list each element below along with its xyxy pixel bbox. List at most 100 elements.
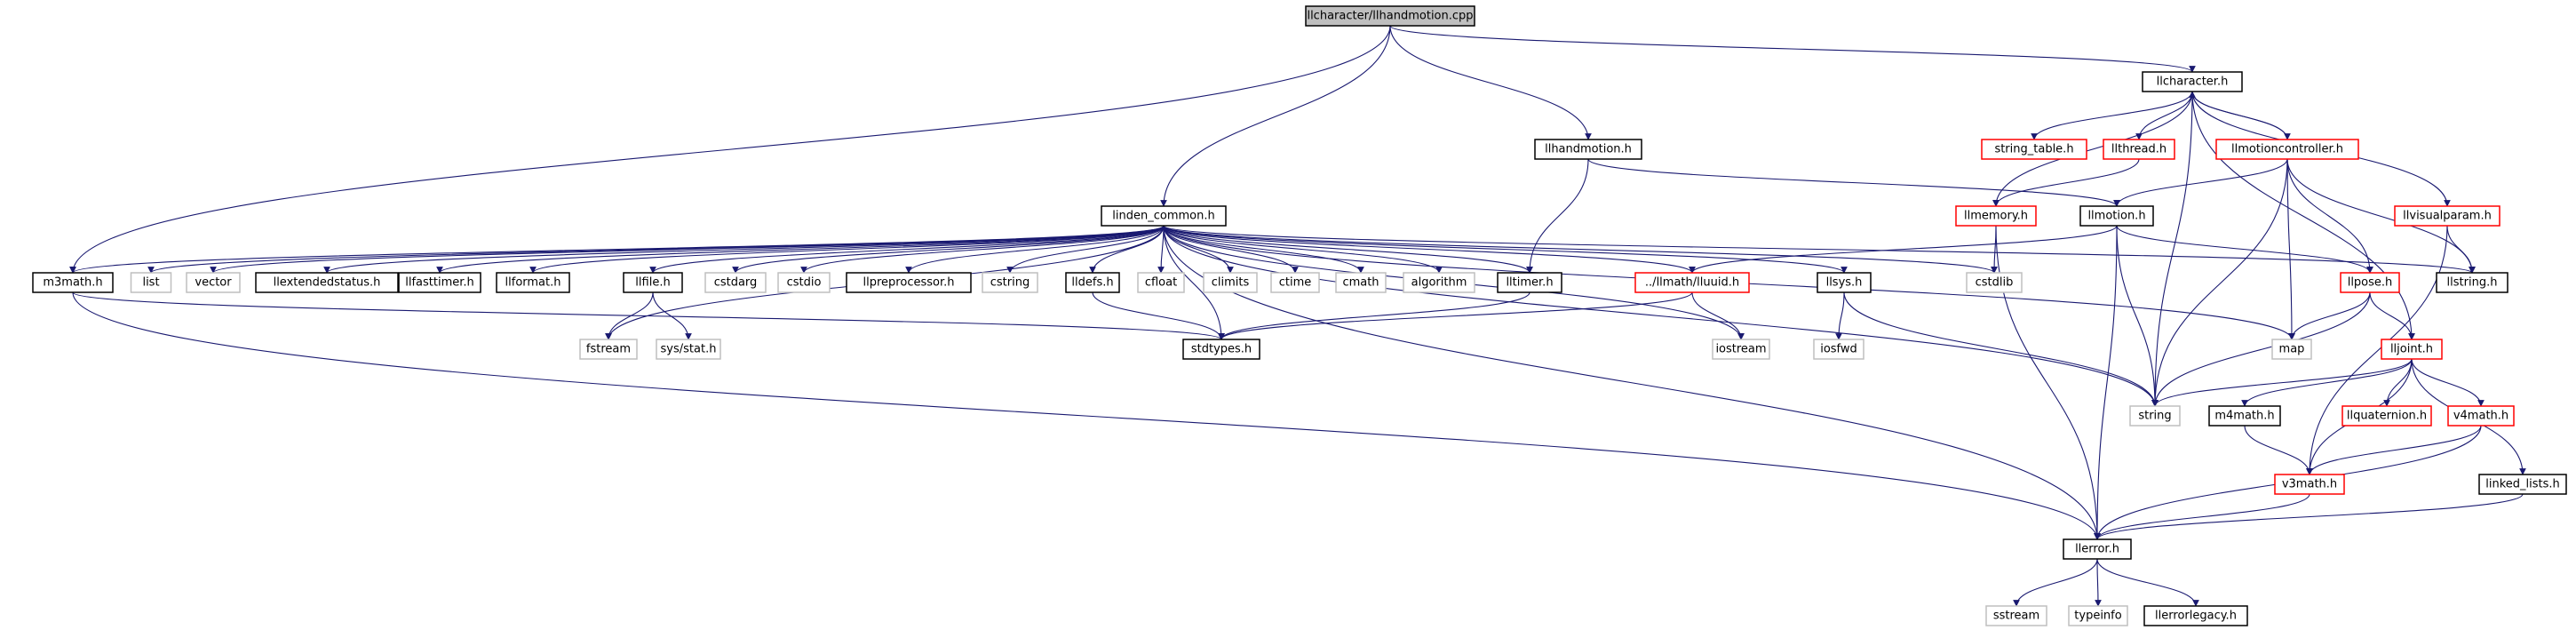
- node-v4math-h[interactable]: v4math.h: [2447, 405, 2515, 427]
- node-llhandmotion-h[interactable]: llhandmotion.h: [1534, 139, 1642, 160]
- node-m3math-h[interactable]: m3math.h: [32, 272, 114, 293]
- node-string-table-h[interactable]: string_table.h: [1981, 139, 2087, 160]
- node-box: [2208, 405, 2281, 427]
- edge-root-to-llcharacter: [1389, 25, 2196, 73]
- node-label: v4math.h: [2453, 410, 2508, 423]
- edge-llvisualparam-to-v3math: [2306, 225, 2448, 475]
- edge-v3math-to-llerror: [2094, 493, 2310, 540]
- node-label: llerrorlegacy.h: [2155, 610, 2237, 623]
- node-llerrorlegacy-h[interactable]: llerrorlegacy.h: [2143, 605, 2248, 626]
- edge-llcharacter-to-llthread: [2135, 91, 2193, 140]
- node-box: [1985, 605, 2047, 626]
- node-label: llstring.h: [2447, 276, 2498, 290]
- node-label: lldefs.h: [1071, 276, 1113, 290]
- node-m4math-h[interactable]: m4math.h: [2208, 405, 2281, 427]
- node-label: cfloat: [1145, 276, 1177, 290]
- edge-m3math-to-stdtypes: [72, 291, 1225, 340]
- node-llpose-h[interactable]: llpose.h: [2340, 272, 2400, 293]
- edge-linden_common-to-llfile: [649, 225, 1165, 274]
- node-box: [1534, 139, 1642, 160]
- node-box: [2143, 605, 2248, 626]
- node-box: [1101, 205, 1227, 227]
- edge-lluuid-to-stdtypes: [1218, 291, 1693, 340]
- node-llsys-h[interactable]: llsys.h: [1817, 272, 1872, 293]
- node-v3math-h[interactable]: v3math.h: [2274, 474, 2345, 495]
- node-label: llvisualparam.h: [2403, 210, 2492, 223]
- node-cstdio: cstdio: [777, 272, 831, 293]
- node-llstring-h[interactable]: llstring.h: [2436, 272, 2508, 293]
- edge-linden_common-to-algorithm: [1163, 225, 1443, 274]
- node-box: [1270, 272, 1320, 293]
- edge-llvisualparam-to-llstring: [2446, 225, 2476, 274]
- nodes-layer: llcharacter/llhandmotion.cpp llcharacter.…: [32, 5, 2567, 626]
- node-label: cstdio: [787, 276, 822, 290]
- node-lltimer-h[interactable]: lltimer.h: [1497, 272, 1562, 293]
- node-llcharacter-llhandmotion-cpp[interactable]: llcharacter/llhandmotion.cpp: [1305, 5, 1475, 27]
- node-llvisualparam-h[interactable]: llvisualparam.h: [2394, 205, 2500, 227]
- node-llextendedstatus-h[interactable]: llextendedstatus.h: [255, 272, 399, 293]
- node-box: [2436, 272, 2508, 293]
- node-label: stdtypes.h: [1191, 343, 1252, 356]
- edge-linden_common-to-llfasttimer: [436, 225, 1165, 274]
- node-label: llfile.h: [635, 276, 670, 290]
- node-box: [255, 272, 399, 293]
- node-llformat-h[interactable]: llformat.h: [496, 272, 570, 293]
- edge-linden_common-to-m3math: [69, 225, 1165, 274]
- edge-llmotioncontroller-to-map: [2286, 158, 2295, 340]
- edge-llcharacter-to-llmemory: [1992, 91, 2193, 207]
- node-llfile-h[interactable]: llfile.h: [623, 272, 683, 293]
- node-label: m4math.h: [2214, 410, 2274, 423]
- edge-llsys-to-iosfwd: [1835, 291, 1845, 340]
- node-llcharacter-h[interactable]: llcharacter.h: [2142, 71, 2243, 92]
- edge-v4math-to-v3math: [2306, 425, 2482, 475]
- edge-lldefs-to-stdtypes: [1092, 291, 1225, 340]
- edge-lluuid-to-iostream: [1691, 291, 1745, 340]
- node-llthread-h[interactable]: llthread.h: [2103, 139, 2175, 160]
- node-list: list: [130, 272, 172, 293]
- node-label: cstdlib: [1976, 276, 2014, 290]
- edge-llmotion-to-string: [2116, 225, 2159, 407]
- node-label: fstream: [586, 343, 631, 356]
- edge-linden_common-to-cstdio: [800, 225, 1165, 274]
- edge-llthread-to-llmemory: [1992, 158, 2140, 207]
- node-label: lltimer.h: [1506, 276, 1553, 290]
- node-iosfwd: iosfwd: [1813, 339, 1864, 360]
- node-lldefs-h[interactable]: lldefs.h: [1065, 272, 1120, 293]
- node-label: llpose.h: [2348, 276, 2393, 290]
- node-box: [1813, 339, 1864, 360]
- node-llmath-lluuid-h[interactable]: ../llmath/lluuid.h: [1634, 272, 1750, 293]
- edge-llpose-to-map: [2288, 291, 2371, 340]
- node-label: cmath: [1342, 276, 1379, 290]
- node-cstdlib: cstdlib: [1966, 272, 2023, 293]
- node-fstream: fstream: [579, 339, 638, 360]
- edge-linden_common-to-string: [1163, 225, 2159, 407]
- node-llquaternion-h[interactable]: llquaternion.h: [2341, 405, 2432, 427]
- edge-llpose-to-string: [2151, 291, 2371, 407]
- edge-linden_common-to-llformat: [529, 225, 1165, 274]
- node-box: [130, 272, 172, 293]
- node-box: [2394, 205, 2500, 227]
- node-label: llmotioncontroller.h: [2231, 143, 2343, 156]
- node-llfasttimer-h[interactable]: llfasttimer.h: [398, 272, 481, 293]
- node-lljoint-h[interactable]: lljoint.h: [2381, 339, 2443, 360]
- edge-llmotioncontroller-to-llmotion: [2113, 158, 2288, 207]
- node-llmotioncontroller-h[interactable]: llmotioncontroller.h: [2215, 139, 2359, 160]
- node-stdtypes-h[interactable]: stdtypes.h: [1182, 339, 1260, 360]
- edge-llfile-to-sysstat: [652, 291, 692, 340]
- node-llerror-h[interactable]: llerror.h: [2063, 538, 2132, 560]
- node-label: ctime: [1279, 276, 1312, 290]
- node-linden-common-h[interactable]: linden_common.h: [1101, 205, 1227, 227]
- node-llmotion-h[interactable]: llmotion.h: [2079, 205, 2154, 227]
- node-label: llthread.h: [2111, 143, 2167, 156]
- edge-linden_common-to-llextendedstatus: [323, 225, 1165, 274]
- node-map: map: [2271, 339, 2312, 360]
- node-linked-lists-h[interactable]: linked_lists.h: [2478, 474, 2567, 495]
- node-llmemory-h[interactable]: llmemory.h: [1955, 205, 2037, 227]
- node-llpreprocessor-h[interactable]: llpreprocessor.h: [846, 272, 972, 293]
- node-vector: vector: [186, 272, 241, 293]
- node-box: [2215, 139, 2359, 160]
- edge-linden_common-to-cstdarg: [732, 225, 1165, 274]
- node-label: algorithm: [1411, 276, 1467, 290]
- edge-llcharacter-to-string_table: [2031, 91, 2193, 140]
